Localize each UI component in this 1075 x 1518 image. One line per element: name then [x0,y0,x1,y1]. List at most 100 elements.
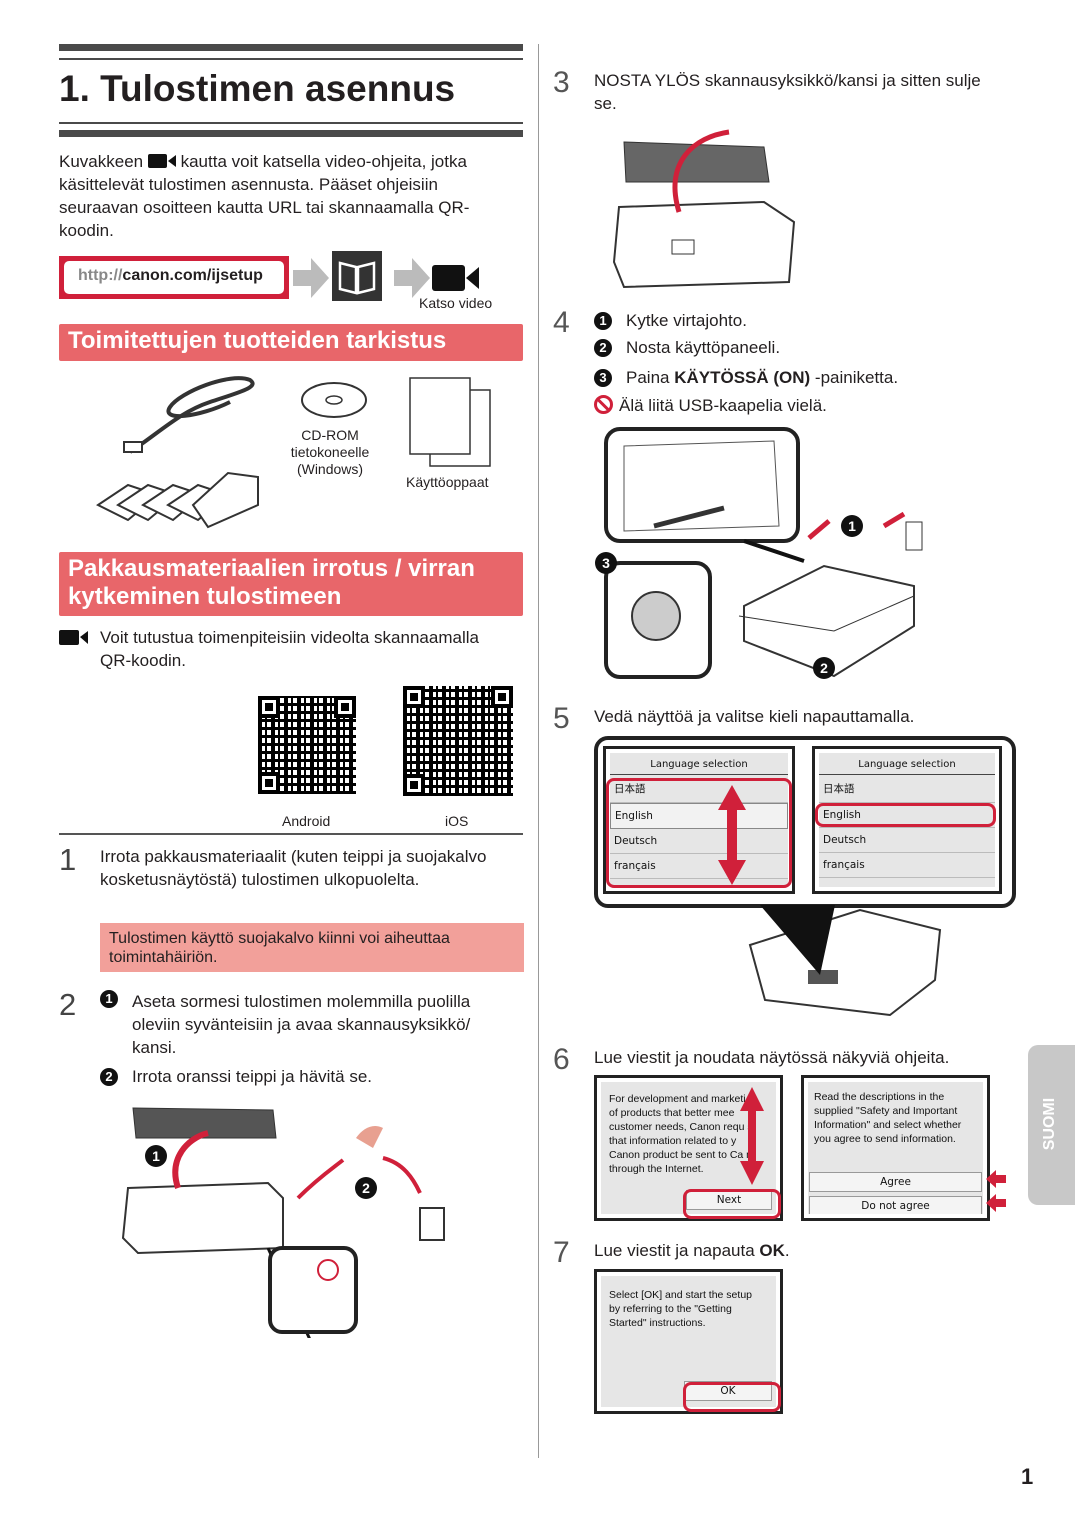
language-option[interactable]: français [610,854,788,879]
printer-open-scanner-illustration: 1 2 [121,1107,445,1338]
scroll-arrow-icon [740,1087,764,1185]
power-on-illustration: 1 3 2 [595,427,923,679]
pointer-arrow-icon [986,1170,1006,1188]
step4-c-text-end: -painiketta. [810,368,899,387]
title-rule-thin [59,122,523,124]
language-screen-scroll: Language selection 日本語 English Deutsch f… [603,746,795,894]
column-divider [538,44,539,1458]
screen-line: through the Internet. [609,1163,704,1175]
page-title: 1. Tulostimen asennus [59,68,456,109]
circled-1-icon: 1 [594,312,612,330]
on-button-label: KÄYTÖSSÄ (ON) [674,368,811,387]
step5-text: Vedä näyttöä ja valitse kieli napauttama… [594,707,915,726]
cd-rom-label-line: CD-ROM [301,427,359,443]
ink-cartridges-illustration [96,471,259,529]
manual-book-icon [332,251,382,301]
language-option[interactable]: Deutsch [819,828,995,853]
step3-text: NOSTA YLÖS skannausyksikkö/kansi ja sitt… [594,71,981,113]
url-domain: canon.com/ijsetup [122,267,263,284]
ok-highlight [683,1382,781,1412]
language-option[interactable]: 日本語 [610,775,788,803]
screen-line: Select [OK] and start the setup [609,1289,752,1301]
consent-screen: Read the descriptions in the supplied "S… [801,1075,990,1221]
step-number: 3 [553,66,570,99]
step7-text-start: Lue viestit ja napauta [594,1241,760,1260]
screen-line: you agree to send information. [814,1133,956,1145]
warning-box: Tulostimen käyttö suojakalvo kiinni voi … [100,923,524,972]
circled-2-icon: 2 [594,339,612,357]
svg-text:2: 2 [362,1180,370,1196]
step4-warning: Älä liitä USB-kaapelia vielä. [594,394,827,417]
step4-b: 2 Nosta käyttöpaneeli. [594,336,780,359]
circled-1-icon: 1 [100,990,118,1008]
scroll-highlight [606,778,792,888]
agree-button[interactable]: Agree [809,1172,982,1192]
url-box[interactable]: http://canon.com/ijsetup [59,256,289,299]
ok-label: OK [759,1241,785,1260]
svg-text:1: 1 [152,1148,160,1164]
step4-warning-text: Älä liitä USB-kaapelia vielä. [619,396,827,415]
screen-line: by referring to the "Getting [609,1303,732,1315]
step2-b-text: Irrota oranssi teippi ja hävitä se. [132,1067,373,1086]
screen-line: that information related to y [609,1135,737,1147]
pointer-arrow-icon [986,1194,1006,1212]
step4-c-text: Paina [626,368,675,387]
svg-text:2: 2 [820,660,828,676]
language-option[interactable]: 日本語 [819,775,995,803]
arrow-right-icon [293,258,329,298]
selection-highlight [815,803,996,827]
svg-text:1: 1 [848,518,856,534]
step2-a: 1 Aseta sormesi tulostimen molemmilla puo… [100,990,520,1059]
step-number: 2 [59,987,77,1022]
language-screen-select: Language selection 日本語 English Deutsch f… [812,746,1002,894]
next-highlight [683,1189,781,1219]
step2-a-text: Aseta sormesi tulostimen molemmilla puol… [132,992,471,1057]
step-number: 5 [553,702,570,735]
screen-line: Read the descriptions in the [814,1091,945,1103]
step7-text-end: . [784,1241,790,1260]
video-camera-icon [147,151,176,168]
manuals-label: Käyttöoppaat [406,474,489,490]
prohibited-icon [594,395,613,414]
step-number: 6 [553,1043,570,1076]
step6-text: Lue viestit ja noudata näytössä näkyviä … [594,1048,950,1067]
manuals-illustration [409,377,491,467]
divider [59,833,523,835]
arrow-right-icon [394,258,430,298]
circled-2-icon: 2 [100,1068,118,1086]
language-option-selected[interactable]: English [819,803,995,828]
qr-code-ios[interactable] [403,686,513,796]
screen-line: customer needs, Canon requ s [609,1121,753,1133]
qr-label-ios: iOS [445,813,469,829]
step-number: 7 [553,1236,570,1269]
language-side-tab: SUOMI [1028,1045,1075,1205]
qr-code-android[interactable] [258,696,356,794]
printer-panel-illustration [748,905,942,1017]
intro-text: Kuvakkeen kautta voit katsella video-ohj… [59,151,470,240]
next-button[interactable]: Next [686,1190,772,1210]
screen-line: supplied "Safety and Important [814,1105,958,1117]
language-option[interactable]: français [819,853,995,878]
step7-text: Lue viestit ja napauta OK. [594,1239,790,1262]
screen-line: Canon product be sent to Ca n [609,1149,753,1161]
language-option[interactable]: English [610,803,788,829]
title-rule [59,130,523,137]
step1-text: Irrota pakkausmateriaalit (kuten teippi … [100,847,487,889]
svg-text:3: 3 [602,555,610,571]
top-rule [59,44,523,51]
side-tab-label: SUOMI [1041,1097,1058,1151]
url-prefix: http:// [78,267,123,284]
language-option[interactable]: Deutsch [610,829,788,854]
step-number: 4 [553,306,570,339]
step4-b-text: Nosta käyttöpaneeli. [626,338,781,357]
step4-a-text: Kytke virtajohto. [626,311,747,330]
printer-lift-scanner-illustration [612,129,796,289]
screen-title: Language selection [819,753,995,775]
section-header-contents: Toimitettujen tuotteiden tarkistus [59,324,523,361]
power-cord-illustration [123,376,255,454]
screen-line: Started" instructions. [609,1317,706,1329]
video-note: Voit tutustua toimenpiteisiin videolta s… [100,628,479,670]
do-not-agree-button[interactable]: Do not agree [809,1196,982,1214]
